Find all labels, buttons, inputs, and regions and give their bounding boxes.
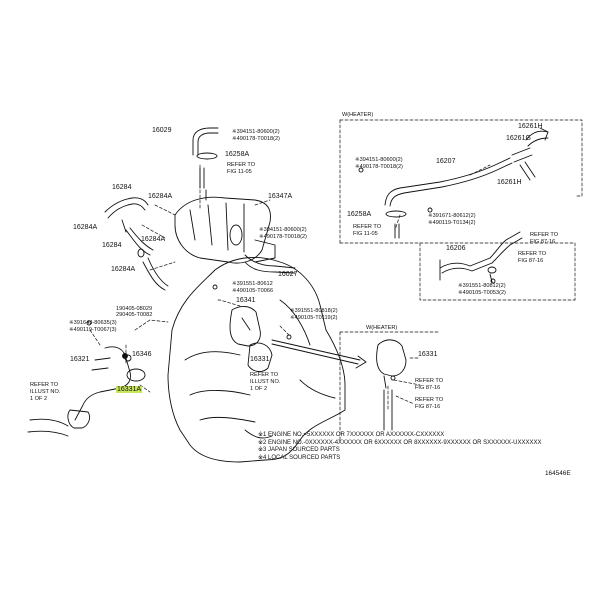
refer-label: FIG 87-16: [530, 239, 556, 245]
refer-label: ILLUST NO.: [250, 379, 281, 385]
refer-label: 1 OF 2: [250, 386, 268, 392]
intake-manifold: [174, 196, 276, 264]
refer-label: REFER TO: [530, 232, 559, 238]
bolt-label: ※490105-T0119(2): [290, 315, 338, 321]
part-label-16027: 16027: [278, 271, 298, 278]
bolt-label: ※490119-T0134(2): [428, 220, 476, 226]
part-label-16321: 16321: [70, 356, 90, 363]
refer-label: REFER TO: [353, 224, 382, 230]
note-line: ※1 ENGINE NO.=5XXXXXX OR 7XXXXXX OR AXXX…: [258, 432, 445, 438]
bolt-label: ※394151-80600(2): [232, 129, 280, 135]
refer-label: FIG 11-05: [227, 169, 252, 175]
part-label-16284: 16284: [102, 242, 122, 249]
part-label-16284a: 16284A: [148, 193, 173, 200]
refer-label: FIG 87-16: [415, 404, 441, 410]
bolt-label: ※391671-80612(2): [428, 213, 476, 219]
part-label-16261g: 16261G: [506, 135, 531, 142]
part-label-16347a: 16347A: [268, 193, 293, 200]
engine-block: [167, 257, 346, 463]
part-label-16341: 16341: [236, 297, 256, 304]
refer-label: REFER TO: [227, 162, 256, 168]
bolt-label: ※391551-80612: [232, 281, 273, 287]
part-label-16207: 16207: [436, 158, 456, 165]
refer-label: REFER TO: [518, 251, 547, 257]
part-label-16261h: 16261H: [518, 123, 543, 130]
bolt-label: ※490178-T0018(2): [259, 234, 307, 240]
bolt-label: ※490119-T0067(3): [69, 327, 117, 333]
part-label-16284: 16284: [112, 184, 132, 191]
note-line: ※4 LOCAL SOURCED PARTS: [258, 454, 341, 461]
part-label-16206: 16206: [446, 245, 466, 252]
bolt-label: ※391643-80635(3): [69, 320, 117, 326]
illustration-id: 164546E: [545, 470, 571, 477]
part-label-16284a: 16284A: [111, 266, 136, 273]
refer-label: REFER TO: [415, 397, 444, 403]
part-label-16346: 16346: [132, 351, 152, 358]
refer-label: FIG 87-16: [415, 385, 441, 391]
part-label-16284a: 16284A: [73, 224, 98, 231]
bolt-label: ※490105-T0053(2): [458, 290, 506, 296]
part-label-16331: 16331: [418, 351, 438, 358]
note-line: ※2 ENGINE NO.-0XXXXXX-4XXXXXX OR 6XXXXXX…: [258, 439, 542, 446]
part-label-16258a: 16258A: [347, 211, 372, 218]
bolt-label: ※391551-80818(2): [290, 308, 338, 314]
part-label-16331: 16331: [250, 356, 270, 363]
bolt-label: ※394151-80600(2): [355, 157, 403, 163]
part-label-16261h: 16261H: [497, 179, 522, 186]
refer-label: FIG 11-05: [353, 231, 378, 237]
part-label-16331a-highlighted: 16331A: [116, 386, 143, 394]
engine-notes: ※1 ENGINE NO.=5XXXXXX OR 7XXXXXX OR AXXX…: [258, 432, 541, 462]
refer-label: ILLUST NO.: [30, 389, 61, 395]
part-label-16284a: 16284A: [141, 236, 166, 243]
bolt-label: ※490178-T0018(2): [232, 136, 280, 142]
refer-label: FIG 87-16: [518, 258, 544, 264]
refer-label: REFER TO: [250, 372, 279, 378]
note-line: ※3 JAPAN SOURCED PARTS: [258, 447, 340, 454]
bolt-label: 290405-T0082: [116, 312, 153, 318]
part-label-16029: 16029: [152, 127, 172, 134]
part-label-16331a-text: 16331A: [116, 386, 143, 393]
part-label-16258a: 16258A: [225, 151, 250, 158]
bolt-label: 190405-08029: [116, 306, 153, 312]
bolt-label: ※394151-80600(2): [259, 227, 307, 233]
heater-label: W(HEATER): [366, 325, 398, 331]
refer-label: 1 OF 2: [30, 396, 48, 402]
bolt-label: ※490178-T0018(2): [355, 164, 403, 170]
refer-label: REFER TO: [30, 382, 59, 388]
heater-label: W(HEATER): [342, 112, 374, 118]
bolt-label: ※490105-T0066: [232, 288, 274, 294]
bolt-label: ※391551-80812(2): [458, 283, 506, 289]
refer-label: REFER TO: [415, 378, 444, 384]
